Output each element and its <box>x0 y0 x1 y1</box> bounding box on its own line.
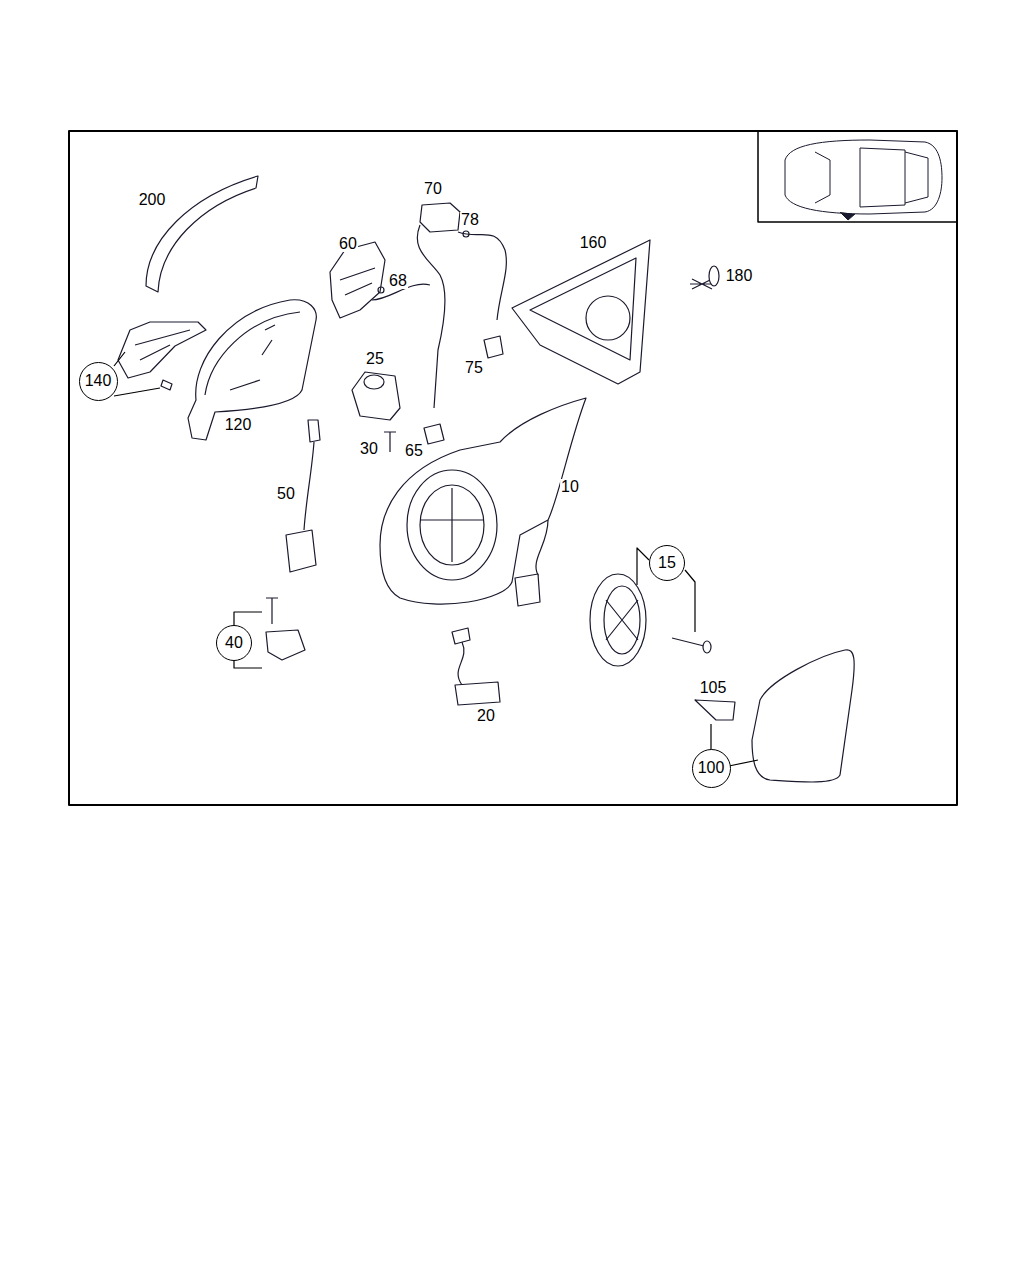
wire <box>417 225 445 408</box>
callout-number: 78 <box>460 212 480 228</box>
callout-number: 75 <box>464 360 484 376</box>
triangle-cover <box>512 240 650 384</box>
callout-number: 20 <box>476 708 496 724</box>
leader-line <box>114 352 160 396</box>
callout-circle: 40 <box>216 625 252 661</box>
glass-actuator <box>590 574 711 666</box>
callout-number: 100 <box>698 760 725 776</box>
callout-number: 30 <box>359 441 379 457</box>
screw <box>690 266 719 289</box>
wire <box>458 232 506 320</box>
callout-number: 50 <box>276 486 296 502</box>
callout-number: 200 <box>138 192 167 208</box>
callout-number: 180 <box>725 268 754 284</box>
car-top-view <box>785 140 942 220</box>
frame <box>69 131 957 805</box>
leader-line <box>637 548 695 632</box>
mirror-housing <box>380 398 586 606</box>
inset-frame <box>758 131 957 222</box>
callout-number: 120 <box>224 417 253 433</box>
turn-signal <box>118 322 206 390</box>
connector <box>484 336 503 358</box>
callout-number: 40 <box>225 635 243 651</box>
callout-circle: 140 <box>79 362 118 401</box>
callout-number: 140 <box>85 373 112 389</box>
connector <box>424 424 444 444</box>
callout-number: 15 <box>658 555 676 571</box>
bracket <box>330 242 385 318</box>
callout-number: 70 <box>423 181 443 197</box>
sensor <box>266 598 305 660</box>
callout-number: 105 <box>699 680 728 696</box>
callout-number: 10 <box>560 479 580 495</box>
callout-number: 25 <box>365 351 385 367</box>
cable <box>452 628 500 705</box>
motor <box>352 372 400 420</box>
screw <box>384 432 396 452</box>
callout-number: 60 <box>338 236 358 252</box>
callout-number: 68 <box>388 273 408 289</box>
callout-number: 65 <box>404 443 424 459</box>
callout-circle: 100 <box>692 749 731 788</box>
mirror-cap <box>188 300 316 440</box>
callout-number: 160 <box>579 235 608 251</box>
clip <box>695 700 735 720</box>
callout-circle: 15 <box>649 545 685 581</box>
mirror-glass <box>752 650 854 782</box>
